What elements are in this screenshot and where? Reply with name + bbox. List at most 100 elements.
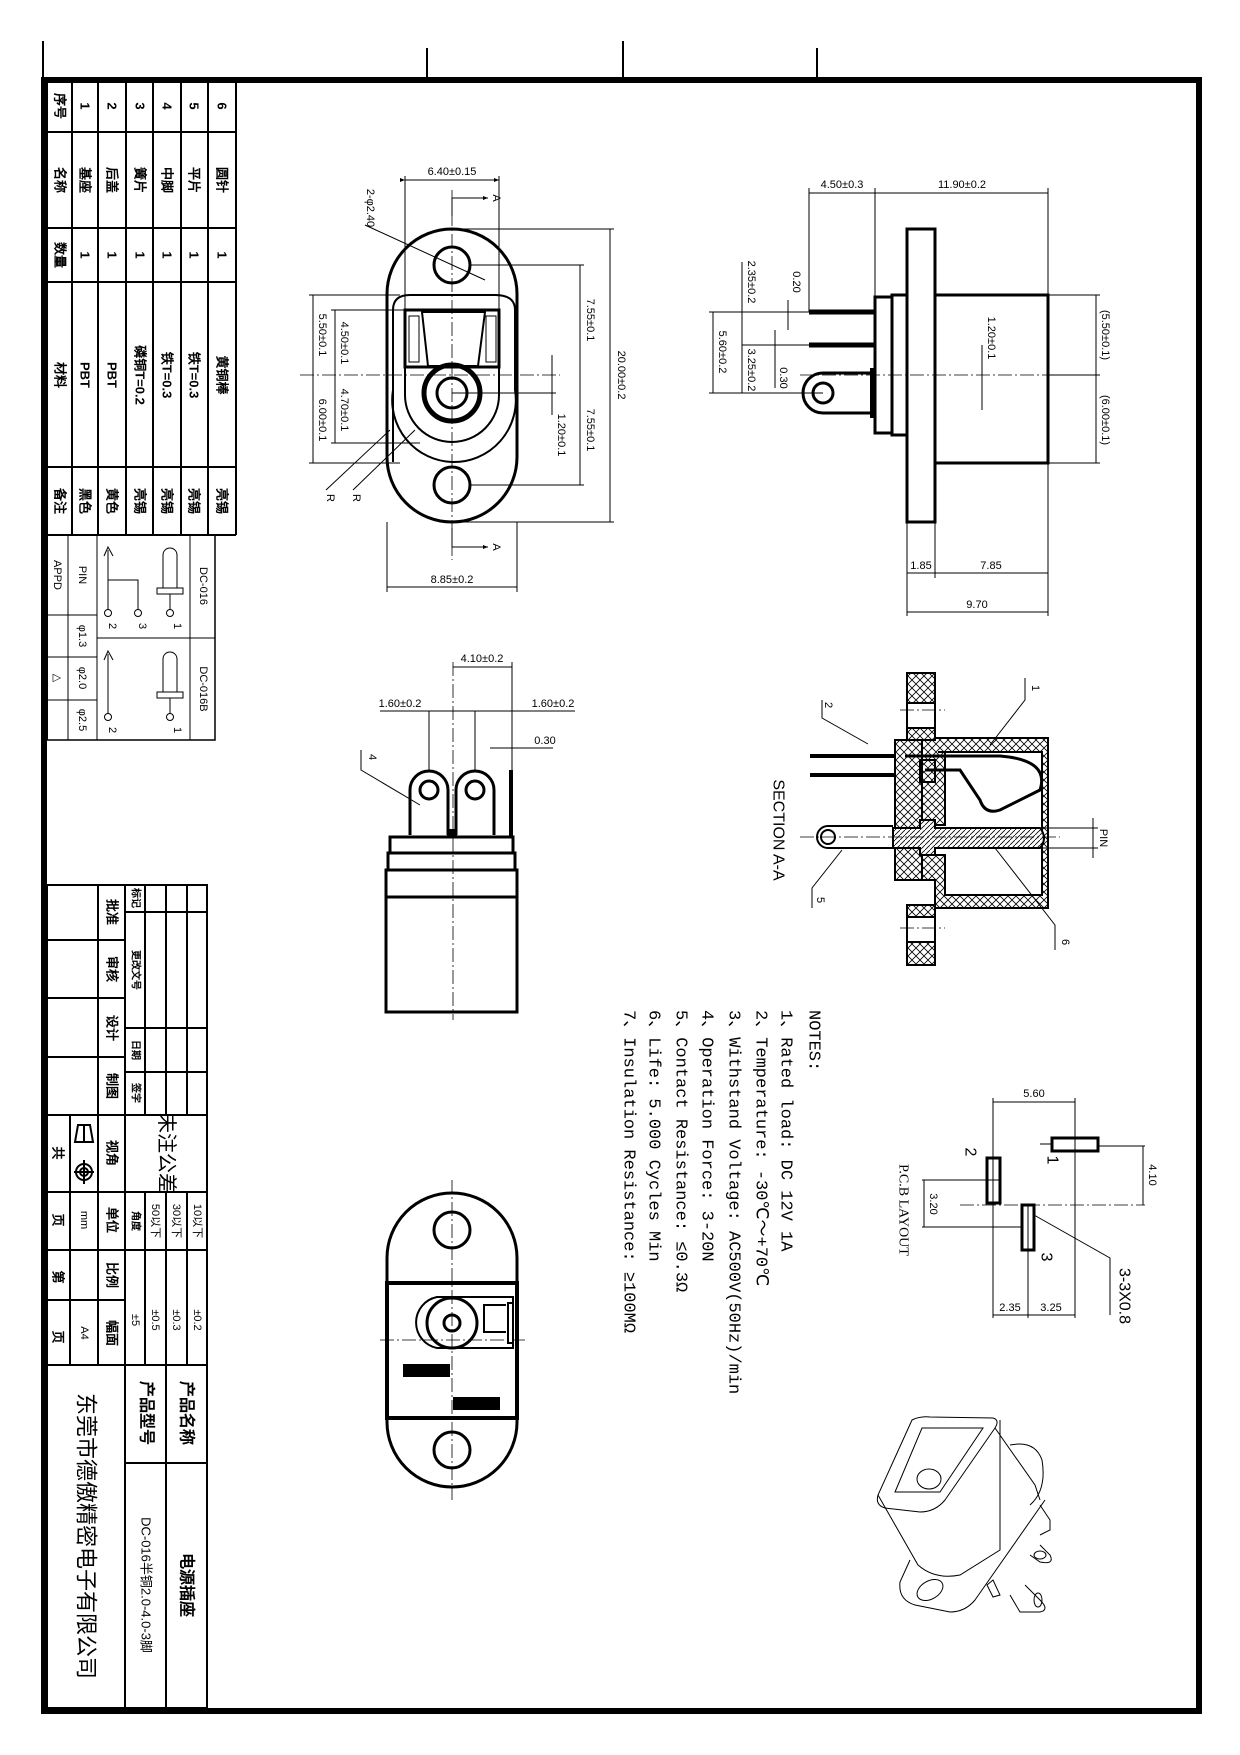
- pcb-title: P.C.B LAYOUT: [896, 1164, 911, 1256]
- callout-6: 6: [1059, 939, 1071, 945]
- dim-lug-spacing: 4.10±0.2: [461, 653, 504, 665]
- label-page: 页: [51, 1213, 66, 1226]
- product-model: DC-016半铜2.0-4.0-3脚: [139, 1517, 154, 1653]
- table-row: 4 中脚 1 铁T=0.3 亮锡: [160, 102, 175, 514]
- notes: NOTES: 1、Rated load: DC 12V 1A 2、Tempera…: [619, 1010, 823, 1394]
- dim-upper-ref: (5.50±0.1): [1099, 310, 1111, 360]
- table-row: 3 簧片 1 磷铜T=0.2 亮锡: [133, 102, 148, 514]
- label-sign: 签字: [130, 1082, 143, 1103]
- label-size: 幅面: [105, 1320, 120, 1346]
- tolerance-title: 未注公差: [155, 1113, 178, 1193]
- dim-width-top: 6.40±0.15: [428, 166, 477, 178]
- dim-body-front: 7.85: [980, 560, 1001, 572]
- pin-number: 3: [136, 623, 148, 629]
- row-material: PBT: [105, 362, 120, 388]
- unit-value: mm: [78, 1211, 90, 1229]
- dim-flange: 1.85: [910, 560, 931, 572]
- pin-label: PIN: [76, 566, 88, 584]
- row-no: 2: [105, 102, 120, 109]
- label-approve: 批准: [105, 899, 120, 925]
- radius-label: R: [324, 494, 336, 502]
- pcb-dim-offset-2: 3.20: [927, 1193, 939, 1214]
- note-item: 5、Contact Resistance: ≤0.3Ω: [671, 1010, 690, 1292]
- pin-table: APPD △ PIN φ1.3 φ2.0 φ2.5 DC-016 DC-016B…: [46, 534, 216, 741]
- note-item: 2、Temperature: -30℃～+70℃: [751, 1010, 770, 1286]
- pin-number: 1: [171, 727, 183, 733]
- callout-2: 2: [822, 702, 834, 708]
- bottom-view: [380, 1180, 525, 1500]
- row-remark: 黑色: [78, 488, 93, 514]
- table-row: 5 平片 1 铁T=0.3 亮锡: [187, 102, 202, 514]
- row-qty: 1: [78, 251, 93, 258]
- model-dc016b: DC-016B: [197, 666, 209, 711]
- row-no: 5: [187, 102, 202, 109]
- size-value: A4: [78, 1326, 90, 1339]
- table-row: 2 后盖 1 PBT 黄色: [105, 102, 120, 514]
- label-review: 审核: [105, 956, 120, 982]
- dim-pin-offset: 1.20±0.1: [555, 414, 567, 457]
- dim-thickness-1: 0.20: [790, 271, 802, 292]
- appd-label: APPD: [51, 560, 63, 590]
- title-block: 批准 审核 设计 制图 标记 更改文号 日期 签字 未注公差 视角 共 页 第 …: [46, 884, 208, 1709]
- row-material: 磷铜T=0.2: [133, 345, 148, 405]
- section-title: SECTION A-A: [770, 779, 787, 881]
- label-draft: 制图: [105, 1073, 120, 1099]
- pcb-dim-split-left: 2.35: [999, 1302, 1020, 1314]
- pin-diameter: φ2.0: [76, 667, 88, 689]
- pcb-dim-split-right: 3.25: [1040, 1302, 1061, 1314]
- row-no: 4: [160, 102, 175, 110]
- row-name: 圆针: [215, 167, 230, 193]
- label-angle: 角度: [130, 1211, 143, 1232]
- dim-pin-length: 4.50±0.3: [821, 179, 864, 191]
- table-row: 6 圆针 1 黄铜棒 亮锡: [215, 102, 230, 514]
- row-remark: 亮锡: [133, 488, 148, 514]
- dim-hole-center-1: 7.55±0.1: [584, 299, 596, 342]
- label-mark: 标记: [130, 887, 143, 908]
- appd-mark: △: [51, 674, 63, 683]
- parts-table: 序号 名称 数量 材料 备注 1 基座 1 PBT 黑色 2 后盖 1 PBT …: [46, 80, 237, 740]
- dim-pin-gap-2: 3.25±0.2: [745, 349, 757, 392]
- rear-view: 4.10±0.2 1.60±0.2 1.60±0.2 0.30 4: [360, 653, 575, 1020]
- product-name: 电源插座: [178, 1553, 197, 1617]
- row-qty: 1: [105, 251, 120, 258]
- side-view: 4.50±0.3 11.90±0.2 1.85 7.85 9.70 (5.50±…: [709, 179, 1111, 616]
- note-item: 6、Life: 5.000 Cycles Min: [644, 1010, 663, 1262]
- label-page: 页: [51, 1330, 66, 1343]
- sheet-frame: [41, 41, 1202, 1714]
- pin-diameter: φ2.5: [76, 709, 88, 731]
- row-remark: 亮锡: [160, 488, 175, 514]
- range-label: 50以下: [149, 1204, 161, 1238]
- tolerance-value: ±0.3: [170, 1309, 182, 1330]
- dim-pin-gap-1: 2.35±0.2: [745, 261, 757, 304]
- dim-outer-upper: 5.50±0.1: [316, 314, 328, 357]
- row-remark: 亮锡: [187, 488, 202, 514]
- pcb-slot-callout: 3-3X0.8: [1116, 1268, 1133, 1324]
- dim-total-depth: 9.70: [966, 599, 987, 611]
- section-mark-bottom: A: [490, 543, 502, 551]
- pin-number: 2: [106, 623, 118, 629]
- pcb-dim-width: 5.60: [1023, 1088, 1044, 1100]
- hole-callout: 2-φ2.40: [364, 189, 376, 227]
- top-view: 6.40±0.15 8.85±0.2 20.00±0.2 7.55±0.1 7.…: [300, 166, 627, 592]
- dim-thickness-2: 0.30: [777, 367, 789, 388]
- row-material: 黄铜棒: [215, 355, 230, 395]
- note-item: 4、Operation Force: 3-20N: [697, 1010, 716, 1262]
- label-design: 设计: [105, 1015, 120, 1041]
- pin-number: 2: [106, 727, 118, 733]
- dim-lug-right: 1.60±0.2: [532, 698, 575, 710]
- schematic-dc016: [103, 545, 184, 617]
- note-item: 3、Withstand Voltage: AC500V(50Hz)/min: [724, 1010, 743, 1394]
- row-name: 簧片: [133, 167, 148, 193]
- row-name: 中脚: [160, 167, 175, 193]
- dim-lug-left: 1.60±0.2: [379, 698, 422, 710]
- top-view-dimension-lines: [309, 176, 614, 592]
- header-material: 材料: [53, 362, 68, 388]
- callout-1: 1: [1029, 685, 1041, 691]
- header-name: 名称: [53, 167, 68, 193]
- label-date: 日期: [130, 1040, 143, 1060]
- row-material: 铁T=0.3: [187, 351, 202, 399]
- pcb-layout: 5.60 2.35 3.25 4.10 3.20 P.C.B LAYOUT 3-…: [896, 1088, 1159, 1324]
- label-change-doc: 更改文号: [130, 950, 143, 990]
- row-no: 1: [78, 102, 93, 109]
